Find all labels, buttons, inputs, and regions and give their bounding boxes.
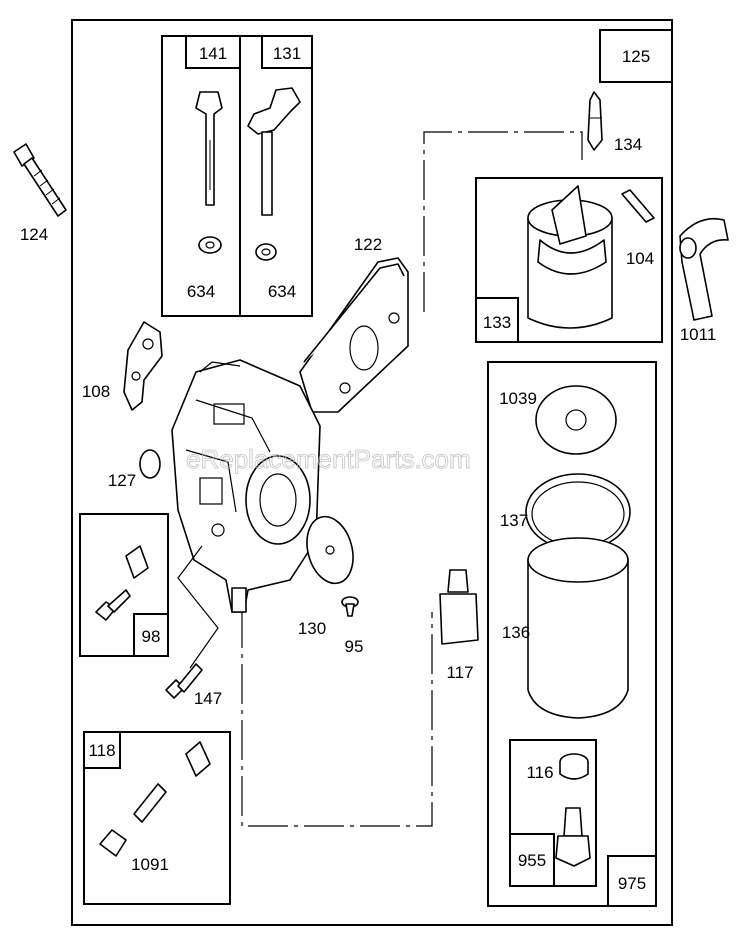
part-1091-main-jet-spring — [99, 741, 211, 857]
part-95-screw — [341, 596, 359, 617]
part-carburetor-body — [171, 359, 321, 613]
box-975-label — [607, 855, 657, 907]
part-122-gasket — [299, 257, 409, 413]
label-975: 975 — [618, 874, 646, 893]
box-141-131 — [161, 35, 313, 317]
part-141-throttle-shaft — [195, 91, 223, 254]
connector-line-bottom — [241, 608, 433, 827]
part-1011-hose — [679, 217, 729, 321]
label-122: 122 — [354, 235, 382, 254]
box-118-label — [83, 731, 121, 769]
label-98: 98 — [142, 627, 161, 646]
label-634-right: 634 — [268, 282, 296, 301]
label-134: 134 — [614, 135, 642, 154]
part-117-fitting — [439, 569, 479, 645]
label-118: 118 — [88, 741, 115, 760]
part-134-inlet-needle — [587, 91, 603, 151]
box-118 — [83, 731, 231, 905]
label-117: 117 — [446, 663, 473, 682]
label-136: 136 — [502, 623, 530, 642]
label-1011: 1011 — [680, 325, 717, 344]
part-136-float-bowl — [527, 537, 629, 719]
label-1091: 1091 — [131, 855, 169, 874]
label-95: 95 — [345, 637, 364, 656]
box-98 — [79, 513, 169, 657]
label-124: 124 — [20, 225, 48, 244]
label-104: 104 — [626, 249, 654, 268]
leader-147 — [177, 545, 219, 669]
label-125: 125 — [622, 47, 650, 66]
label-634-left: 634 — [187, 282, 215, 301]
box-125 — [599, 29, 673, 83]
part-131-choke-shaft — [247, 87, 301, 261]
box-133-label — [475, 297, 519, 343]
label-130: 130 — [298, 619, 326, 638]
part-133-float — [527, 185, 613, 329]
label-147: 147 — [194, 689, 222, 708]
part-147-idle-screw — [165, 663, 203, 699]
part-108-plate — [123, 321, 163, 411]
box-98-label — [133, 613, 169, 657]
label-127: 127 — [108, 471, 136, 490]
watermark: eReplacementParts.com — [186, 444, 471, 474]
part-1039-washer — [535, 385, 617, 455]
label-108: 108 — [82, 382, 110, 401]
part-98-screw-spring — [95, 545, 149, 621]
part-124-bolt — [13, 143, 67, 217]
label-1039: 1039 — [499, 389, 537, 408]
box-955-label — [509, 833, 555, 887]
part-130-plate — [306, 515, 354, 585]
label-133: 133 — [483, 313, 511, 332]
label-137: 137 — [500, 511, 528, 530]
part-955-bowl-nut — [555, 807, 591, 867]
label-131: 131 — [273, 44, 301, 63]
label-116: 116 — [526, 763, 553, 782]
part-127-plug — [139, 449, 161, 479]
box-975 — [487, 361, 657, 907]
part-104-pin — [621, 189, 655, 223]
connector-line-top — [423, 131, 583, 312]
outer-frame — [71, 19, 673, 926]
box-133 — [475, 177, 663, 343]
part-116-washer — [559, 753, 589, 780]
label-955: 955 — [518, 851, 546, 870]
label-141: 141 — [199, 44, 227, 63]
